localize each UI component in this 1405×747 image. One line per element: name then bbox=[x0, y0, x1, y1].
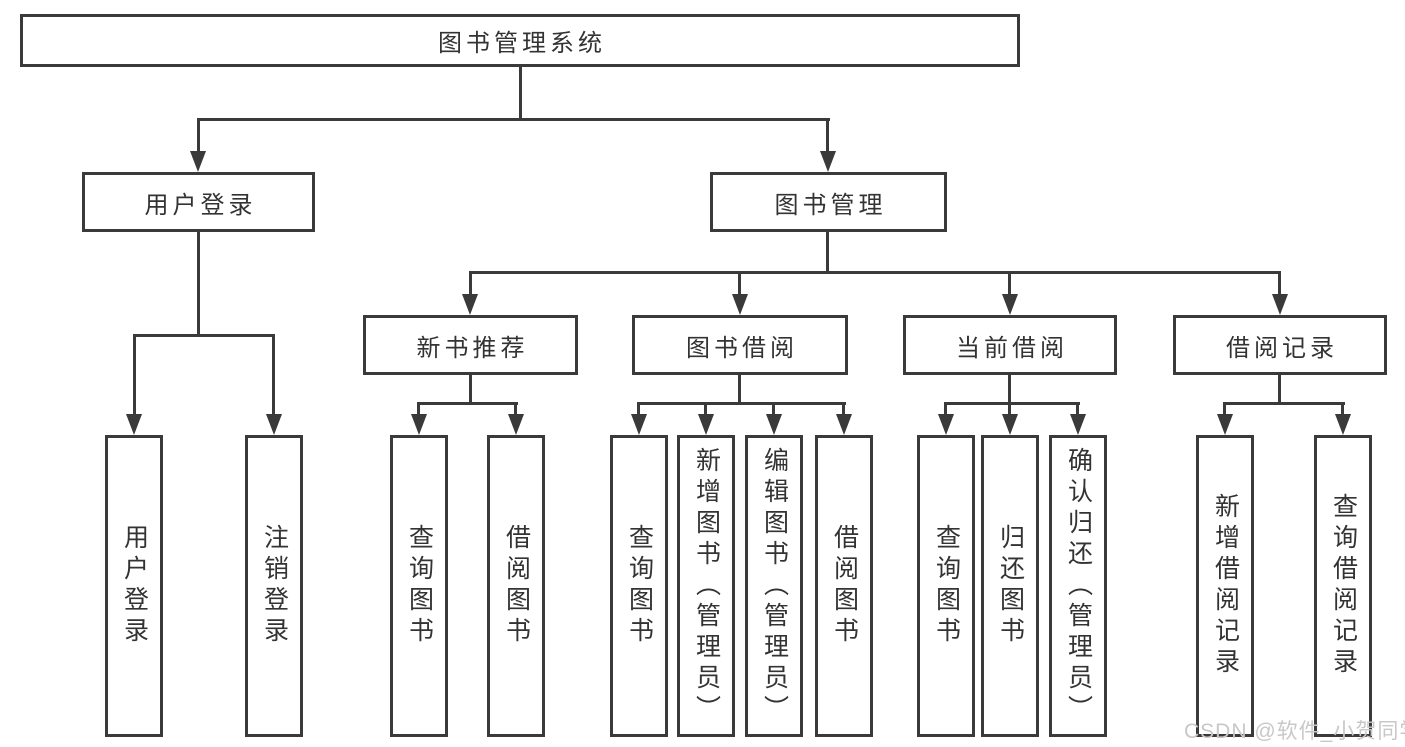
leaf-records-add-record-label: 新增借阅记录 bbox=[1211, 493, 1240, 679]
leaf-user-login-label: 用户登录 bbox=[120, 524, 149, 648]
arrowhead-down bbox=[766, 414, 782, 435]
node-book-management: 图书管理 bbox=[710, 172, 947, 232]
connector-line bbox=[197, 118, 830, 121]
connector-line bbox=[469, 375, 472, 405]
leaf-logout-login: 注销登录 bbox=[245, 435, 303, 737]
leaf-borrow-borrow-books-label: 借阅图书 bbox=[830, 524, 859, 648]
connector-line bbox=[704, 405, 707, 414]
leaf-borrow-edit-books-admin: 编辑图书（管理员） bbox=[745, 435, 803, 737]
leaf-current-query-books-label: 查询图书 bbox=[932, 524, 961, 648]
arrowhead-down bbox=[1272, 294, 1288, 315]
connector-line bbox=[1341, 405, 1344, 414]
arrowhead-down bbox=[126, 414, 142, 435]
connector-line bbox=[1008, 274, 1011, 294]
connector-line bbox=[944, 402, 1080, 405]
leaf-records-query-record-label: 查询借阅记录 bbox=[1329, 493, 1358, 679]
arrowhead-down bbox=[190, 151, 206, 172]
leaf-current-query-books: 查询图书 bbox=[917, 435, 975, 737]
connector-line bbox=[469, 274, 472, 294]
leaf-logout-login-label: 注销登录 bbox=[260, 524, 289, 648]
leaf-current-confirm-return-admin: 确认归还（管理员） bbox=[1049, 435, 1107, 737]
leaf-records-query-record: 查询借阅记录 bbox=[1314, 435, 1372, 737]
connector-line bbox=[197, 121, 200, 151]
leaf-borrow-edit-books-admin-label: 编辑图书（管理员） bbox=[760, 446, 789, 726]
node-root: 图书管理系统 bbox=[20, 14, 1020, 67]
connector-line bbox=[738, 375, 741, 405]
leaf-borrow-query-books-label: 查询图书 bbox=[625, 524, 654, 648]
node-borrow-records: 借阅记录 bbox=[1173, 315, 1387, 375]
connector-line bbox=[944, 405, 947, 414]
arrowhead-down bbox=[266, 414, 282, 435]
connector-line bbox=[1008, 405, 1011, 414]
connector-line bbox=[1278, 375, 1281, 405]
leaf-current-return-books-label: 归还图书 bbox=[996, 524, 1025, 648]
leaf-user-login: 用户登录 bbox=[105, 435, 163, 737]
node-book-management-label: 图书管理 bbox=[774, 191, 887, 219]
arrowhead-down bbox=[820, 151, 836, 172]
connector-line bbox=[826, 121, 829, 151]
connector-line bbox=[514, 405, 517, 414]
connector-line bbox=[272, 337, 275, 414]
arrowhead-down bbox=[1070, 414, 1086, 435]
arrowhead-down bbox=[462, 294, 478, 315]
arrowhead-down bbox=[411, 414, 427, 435]
arrowhead-down bbox=[508, 414, 524, 435]
connector-line bbox=[1076, 405, 1079, 414]
connector-line bbox=[1223, 405, 1226, 414]
connector-line bbox=[738, 274, 741, 294]
connector-line bbox=[637, 405, 640, 414]
leaf-borrow-query-books: 查询图书 bbox=[610, 435, 668, 737]
connector-line bbox=[772, 405, 775, 414]
connector-line bbox=[133, 334, 275, 337]
connector-line bbox=[842, 405, 845, 414]
node-current-borrow: 当前借阅 bbox=[903, 315, 1117, 375]
connector-line bbox=[197, 232, 200, 337]
node-user-login: 用户登录 bbox=[82, 172, 315, 232]
connector-line bbox=[519, 65, 522, 120]
arrowhead-down bbox=[1217, 414, 1233, 435]
arrowhead-down bbox=[631, 414, 647, 435]
arrowhead-down bbox=[698, 414, 714, 435]
leaf-borrow-add-books-admin: 新增图书（管理员） bbox=[677, 435, 735, 737]
connector-line bbox=[469, 271, 1281, 274]
leaf-recommend-borrow-books-label: 借阅图书 bbox=[502, 524, 531, 648]
node-book-borrow-label: 图书借阅 bbox=[686, 334, 798, 362]
arrowhead-down bbox=[1002, 414, 1018, 435]
node-user-login-label: 用户登录 bbox=[144, 191, 257, 219]
leaf-current-return-books: 归还图书 bbox=[981, 435, 1039, 737]
node-current-borrow-label: 当前借阅 bbox=[956, 334, 1068, 362]
leaf-recommend-borrow-books: 借阅图书 bbox=[487, 435, 545, 737]
node-new-book-recommend: 新书推荐 bbox=[363, 315, 578, 375]
connector-line bbox=[637, 402, 846, 405]
node-book-borrow: 图书借阅 bbox=[632, 315, 848, 375]
node-borrow-records-label: 借阅记录 bbox=[1226, 334, 1338, 362]
connector-line bbox=[417, 405, 420, 414]
connector-line bbox=[133, 337, 136, 414]
leaf-recommend-query-books: 查询图书 bbox=[390, 435, 448, 737]
node-new-book-recommend-label: 新书推荐 bbox=[416, 334, 529, 362]
connector-line bbox=[1008, 375, 1011, 405]
arrowhead-down bbox=[1002, 294, 1018, 315]
leaf-current-confirm-return-admin-label: 确认归还（管理员） bbox=[1064, 446, 1093, 726]
connector-line bbox=[1223, 402, 1345, 405]
arrowhead-down bbox=[1335, 414, 1351, 435]
arrowhead-down bbox=[836, 414, 852, 435]
leaf-borrow-borrow-books: 借阅图书 bbox=[815, 435, 873, 737]
arrowhead-down bbox=[732, 294, 748, 315]
leaf-borrow-add-books-admin-label: 新增图书（管理员） bbox=[692, 446, 721, 726]
connector-line bbox=[826, 232, 829, 274]
connector-line bbox=[1278, 274, 1281, 294]
node-root-label: 图书管理系统 bbox=[438, 30, 606, 57]
arrowhead-down bbox=[938, 414, 954, 435]
connector-line bbox=[417, 402, 518, 405]
leaf-records-add-record: 新增借阅记录 bbox=[1196, 435, 1254, 737]
csdn-watermark: CSDN @软件_小贺同学 bbox=[1184, 720, 1405, 743]
leaf-recommend-query-books-label: 查询图书 bbox=[405, 524, 434, 648]
